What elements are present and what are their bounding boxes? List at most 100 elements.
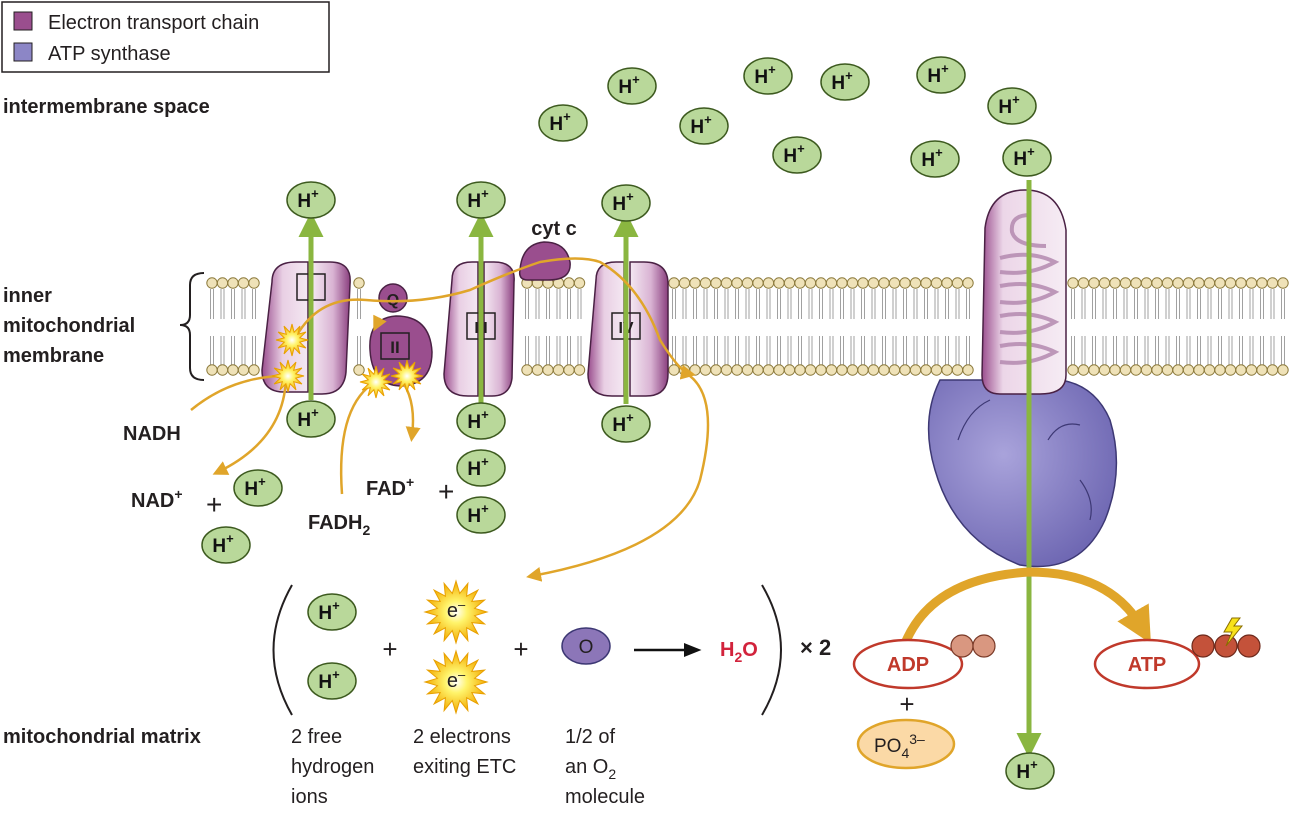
lipid-head [846,364,859,376]
lipid-head [1182,364,1195,376]
lipid-head [1067,364,1079,376]
lipid-head [804,277,817,289]
lipid-head [1098,277,1111,289]
adp-phosphate-1 [950,634,974,658]
complex-ii-box [380,332,410,360]
hydrogen-ion-icon: H+ [307,662,357,700]
lipid-head [237,277,250,289]
lipid-bilayer [206,277,1289,376]
lipid-head [846,277,859,289]
lipid-head [909,277,922,289]
lipid-head [741,277,754,289]
lipid-head [888,277,901,289]
lipid-head [762,277,775,289]
lipid-head [563,364,575,376]
lipid-head [1098,364,1111,376]
lipid-head [762,364,775,376]
nad-label: NAD+ [131,486,183,512]
times-two-label: × 2 [800,635,831,660]
lipid-head [1277,364,1289,376]
svg-text:H+: H+ [244,474,266,500]
legend-swatch-atp-synthase [13,42,33,62]
svg-text:H+: H+ [297,186,319,212]
complex-iv: IV [587,261,669,397]
lipid-head [573,364,586,376]
lipid-head [836,364,848,376]
lipid-head [1151,277,1163,289]
lipid-head [1077,364,1090,376]
lipid-head [720,277,733,289]
lipid-head [752,277,764,289]
lipid-head [857,277,869,289]
spark-icon [359,365,393,399]
nadh-input-arrow [190,374,281,411]
lipid-head [573,277,586,289]
lipid-head [930,364,943,376]
lipid-head [1214,364,1226,376]
lipid-head [552,364,565,376]
caption-hydrogen-line-2: hydrogen [291,756,374,778]
lipid-head [678,277,691,289]
lipid-head [237,364,250,376]
svg-text:H+: H+ [618,72,640,98]
lipid-head [1193,277,1205,289]
lipid-head [1266,277,1279,289]
lipid-head [962,277,974,289]
energy-bolt-icon [1223,617,1244,647]
lipid-head [1161,277,1174,289]
fadh2-input-arrow [339,382,373,495]
svg-text:H+: H+ [297,405,319,431]
lipid-head [941,364,953,376]
fad-label: FAD+ [366,474,414,500]
lipid-head [815,277,827,289]
equation-plus-2: + [513,634,528,664]
cytc-label: cyt c [531,218,577,240]
electron-path-arrow [295,257,696,380]
svg-text:H+: H+ [783,141,805,167]
hydrogen-ion-icon: H+ [456,402,506,440]
lipid-head [1077,277,1090,289]
lipid-head [542,364,554,376]
lipid-head [815,364,827,376]
lipid-head [689,277,701,289]
lipid-head [1235,364,1247,376]
q-to-ii-arrow [373,314,387,332]
lipid-head [909,364,922,376]
caption-hydrogen: 2 free hydrogen ions [291,726,374,808]
nad-output-arrow [212,377,288,475]
lipid-head [710,277,722,289]
lipid-head [773,277,785,289]
lipid-head [867,364,880,376]
lipid-head [783,277,796,289]
lipid-head [878,364,890,376]
lipid-head [867,277,880,289]
caption-oxygen: 1/2 of an O2 molecule [565,726,645,808]
lipid-head [216,364,229,376]
spark-icon [271,359,305,393]
hydrogen-ion-icon: H+ [307,593,357,631]
equation-plus-1: + [382,634,397,664]
lipid-head [1119,364,1132,376]
lipid-head [951,364,964,376]
svg-text:H+: H+ [921,145,943,171]
electron-sparks [271,323,424,399]
cytochrome-c: cyt c [518,218,577,281]
fad-plus-sign: + [438,476,454,507]
oxygen-label: O [579,637,594,658]
lipid-head [836,277,848,289]
lipid-head [731,277,743,289]
electron-2-label: e– [447,667,466,692]
adp-label: ADP [887,654,929,676]
equation-right-paren [761,584,782,716]
svg-text:H+: H+ [754,62,776,88]
lipid-head [888,364,901,376]
lipid-head [962,364,974,376]
hydrogen-ion-icon: H+ [820,63,870,101]
lipid-head [752,364,764,376]
lipid-head [899,277,911,289]
lipid-head [804,364,817,376]
lipid-head [531,364,544,376]
lipid-head [689,364,701,376]
svg-text:H+: H+ [831,68,853,94]
